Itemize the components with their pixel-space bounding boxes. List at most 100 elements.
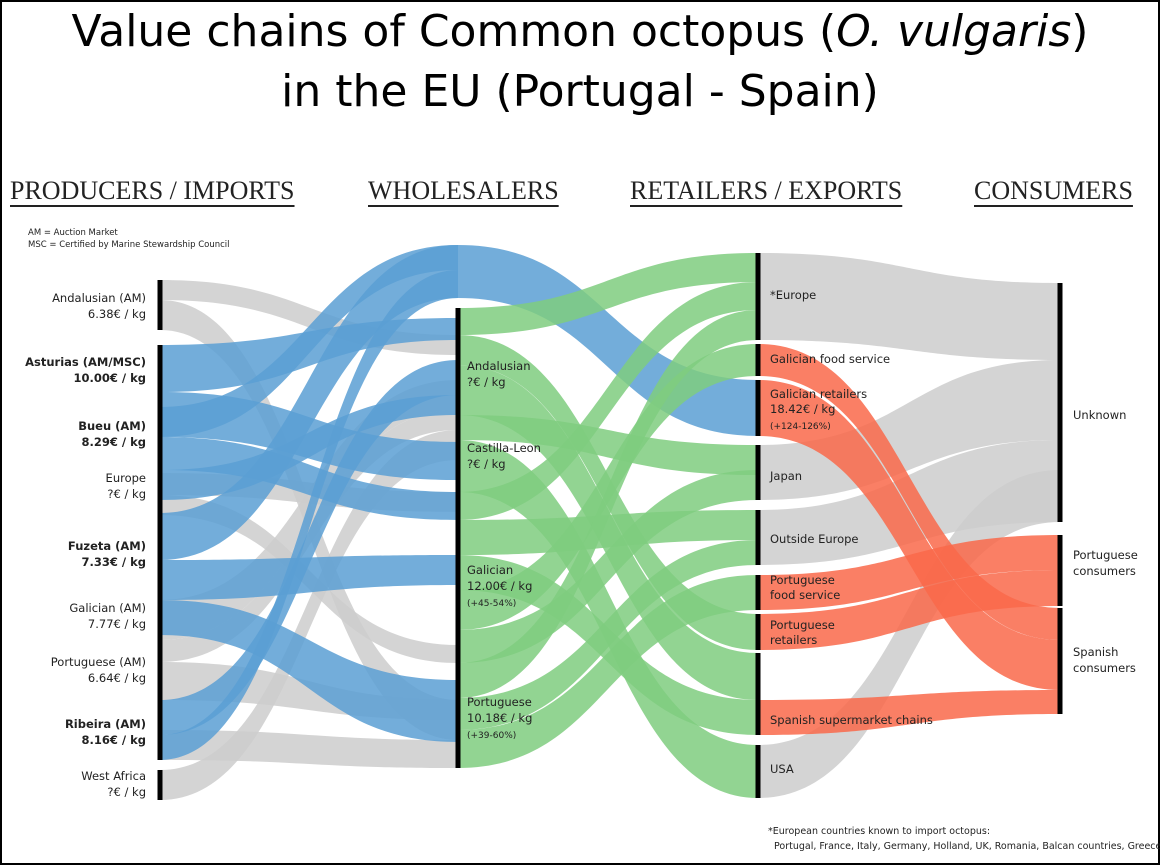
retailer-node-bar-0	[755, 253, 761, 340]
wholesaler-price-2: 12.00€ / kg	[467, 579, 532, 593]
consumer-node-bar-1	[1057, 535, 1063, 606]
footnote: *European countries known to import octo…	[768, 824, 1160, 854]
producer-price-2: 8.29€ / kg	[82, 435, 146, 449]
producer-price-8: ?€ / kg	[107, 785, 146, 799]
flow-green-wholesaler-0	[458, 253, 758, 335]
flow-red-retailer-1	[758, 380, 1060, 690]
producer-node-bar-2	[157, 407, 163, 500]
column-header-producers: PRODUCERS / IMPORTS	[10, 176, 295, 205]
slide-title-line1: Value chains of Common octopus (O. vulga…	[71, 6, 1089, 57]
column-header-consumers: CONSUMERS	[974, 176, 1133, 205]
producer-price-1: 10.00€ / kg	[74, 371, 146, 385]
producer-node-bar-8	[157, 770, 163, 800]
flow-green-wholesaler-9	[458, 470, 758, 663]
slide-title-line2: in the EU (Portugal - Spain)	[281, 66, 879, 117]
consumer-node-bar-2	[1057, 608, 1063, 714]
wholesaler-node-bar-0	[455, 308, 461, 415]
producer-name-1: Asturias (AM/MSC)	[25, 355, 146, 369]
retailer-node-bar-1	[755, 344, 761, 376]
producer-name-5: Galician (AM)	[69, 601, 146, 615]
footnote-line-1: *European countries known to import octo…	[768, 826, 991, 837]
wholesaler-name-3: Portuguese	[467, 695, 532, 709]
consumer-label-1-1: consumers	[1073, 564, 1136, 578]
producer-node-bar-0	[157, 280, 163, 330]
retailer-label-2-1: 18.42€ / kg	[770, 402, 835, 416]
legend-am: AM = Auction Market	[28, 228, 118, 238]
flow-blue-producer-8	[160, 360, 458, 735]
producer-price-6: 6.64€ / kg	[88, 671, 146, 685]
producer-node-bar-3	[157, 473, 163, 515]
retailer-label-0-0: *Europe	[770, 288, 816, 302]
retailer-label-5-0: Portuguese	[770, 573, 835, 587]
retailer-label-6-0: Portuguese	[770, 618, 835, 632]
producer-node-bar-4	[157, 513, 163, 635]
producer-name-0: Andalusian (AM)	[52, 291, 146, 305]
retailer-node-bar-5	[755, 575, 761, 610]
sankey-labels: Andalusian (AM) 6.38€ / kg Asturias (AM/MS…	[25, 288, 1138, 799]
retailer-note-2: (+124-126%)	[770, 422, 831, 432]
wholesaler-node-bar-3	[455, 663, 461, 768]
producer-node-bar-7	[157, 700, 163, 760]
producer-name-2: Bueu (AM)	[78, 419, 146, 433]
flow-grey-producer-8	[160, 730, 458, 768]
retailer-label-5-1: food service	[770, 588, 840, 602]
producer-node-bar-1	[157, 345, 163, 437]
sankey-links	[160, 245, 1060, 800]
producer-price-0: 6.38€ / kg	[88, 307, 146, 321]
retailer-node-bar-4	[755, 510, 761, 565]
consumer-node-bar-0	[1057, 283, 1063, 522]
flow-red-retailer-4	[758, 690, 1060, 735]
producer-node-bar-5	[157, 600, 163, 640]
producer-name-7: Ribeira (AM)	[65, 717, 146, 731]
flow-blue-producer-9	[160, 270, 458, 760]
flow-green-wholesaler-3	[458, 415, 758, 475]
flow-grey-producer-7	[160, 430, 458, 800]
producer-node-bar-6	[157, 640, 163, 700]
wholesaler-node-bar-2	[455, 492, 461, 663]
flow-red-retailer-2	[758, 535, 1060, 610]
wholesaler-name-1: Castilla-Leon	[467, 441, 541, 455]
sankey-nodes	[157, 253, 1063, 800]
wholesaler-name-2: Galician	[467, 563, 513, 577]
consumer-label-0-0: Unknown	[1073, 408, 1126, 422]
flow-grey-retailer-0	[758, 253, 1060, 360]
wholesaler-note-3: (+39-60%)	[467, 731, 516, 741]
retailer-label-4-0: Outside Europe	[770, 532, 859, 546]
producer-name-6: Portuguese (AM)	[51, 655, 146, 669]
producer-name-3: Europe	[106, 471, 146, 485]
producer-price-5: 7.77€ / kg	[88, 617, 146, 631]
flow-green-wholesaler-5	[458, 282, 758, 520]
retailer-node-bar-6	[755, 614, 761, 650]
flow-blue-producer-7	[160, 600, 458, 742]
wholesaler-node-bar-1	[455, 415, 461, 492]
retailer-node-bar-2	[755, 380, 761, 436]
retailer-label-7-0: Spanish supermarket chains	[770, 713, 933, 727]
column-header-retailers: RETAILERS / EXPORTS	[630, 176, 903, 205]
producer-price-4: 7.33€ / kg	[82, 555, 146, 569]
flow-blue-producer-3	[160, 437, 458, 520]
retailer-label-6-1: retailers	[770, 633, 817, 647]
retailer-label-3-0: Japan	[769, 469, 802, 483]
footnote-line-2: Portugal, France, Italy, Germany, Hollan…	[774, 841, 1160, 852]
column-header-wholesalers: WHOLESALERS	[368, 176, 559, 205]
producer-price-3: ?€ / kg	[107, 487, 146, 501]
wholesaler-note-2: (+45-54%)	[467, 599, 516, 609]
producer-price-7: 8.16€ / kg	[82, 733, 146, 747]
wholesaler-price-3: 10.18€ / kg	[467, 711, 532, 725]
flow-red-retailer-3	[758, 570, 1060, 650]
retailer-node-bar-7	[755, 653, 761, 735]
flow-blue-producer-6	[160, 555, 458, 600]
flow-blue-producer-2	[160, 245, 458, 437]
producer-name-8: West Africa	[81, 769, 146, 783]
legend-msc: MSC = Certified by Marine Stewardship Co…	[28, 240, 230, 250]
retailer-node-bar-3	[755, 445, 761, 500]
flow-green-wholesaler-12	[458, 575, 758, 768]
flow-green-wholesaler-11	[458, 540, 758, 730]
consumer-label-2-1: consumers	[1073, 661, 1136, 675]
wholesaler-price-1: ?€ / kg	[467, 457, 506, 471]
flow-green-wholesaler-6	[458, 510, 758, 555]
producer-name-4: Fuzeta (AM)	[68, 539, 146, 553]
consumer-label-2-0: Spanish	[1073, 645, 1118, 659]
